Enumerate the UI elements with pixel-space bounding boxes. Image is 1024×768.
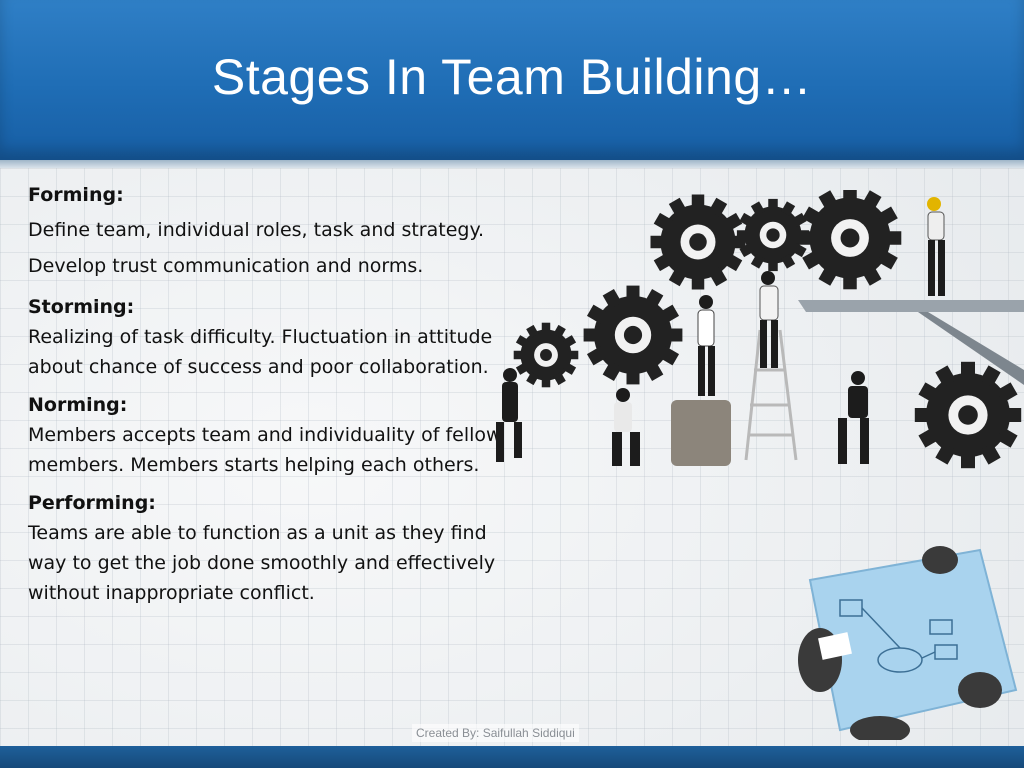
metal-platform (798, 300, 1024, 312)
stage-heading: Norming: (28, 394, 128, 416)
stage-heading: Storming: (28, 296, 135, 318)
stage-storming: Storming: Realizing of task difficulty. … (28, 292, 528, 382)
gears-team-illustration (496, 190, 1024, 469)
team-people (496, 197, 945, 466)
slide-title: Stages In Team Building… (211, 49, 813, 105)
gear-icon (914, 361, 1022, 469)
diagram-icon (839, 599, 958, 673)
paper-note (818, 632, 852, 660)
ladder-icon (744, 329, 798, 461)
stage-text: Realizing of task difficulty. Fluctuatio… (28, 326, 493, 378)
header-band (0, 160, 1024, 168)
stage-norming: Norming: Members accepts team and indivi… (28, 390, 528, 480)
gear-icon (650, 194, 746, 290)
stage-heading: Forming: (28, 184, 124, 206)
gear-icon (798, 190, 902, 290)
gear-icon (583, 285, 683, 385)
planning-table-illustration (798, 546, 1018, 740)
footer-bar (0, 746, 1024, 768)
stages-content: Forming: Define team, individual roles, … (28, 180, 528, 616)
stage-text: Teams are able to function as a unit as … (28, 522, 496, 604)
gear-icon (736, 198, 810, 272)
slide-header (0, 0, 1024, 160)
platform-brace (918, 312, 1024, 385)
stage-forming: Forming: Define team, individual roles, … (28, 180, 528, 284)
gear-icon (513, 322, 579, 388)
stage-performing: Performing: Teams are able to function a… (28, 488, 528, 608)
stage-text: Define team, individual roles, task and … (28, 219, 485, 277)
author-credit: Created By: Saifullah Siddiqui (412, 724, 579, 742)
stage-text: Members accepts team and individuality o… (28, 424, 502, 476)
stage-heading: Performing: (28, 492, 156, 514)
rock-pedestal (671, 400, 731, 466)
